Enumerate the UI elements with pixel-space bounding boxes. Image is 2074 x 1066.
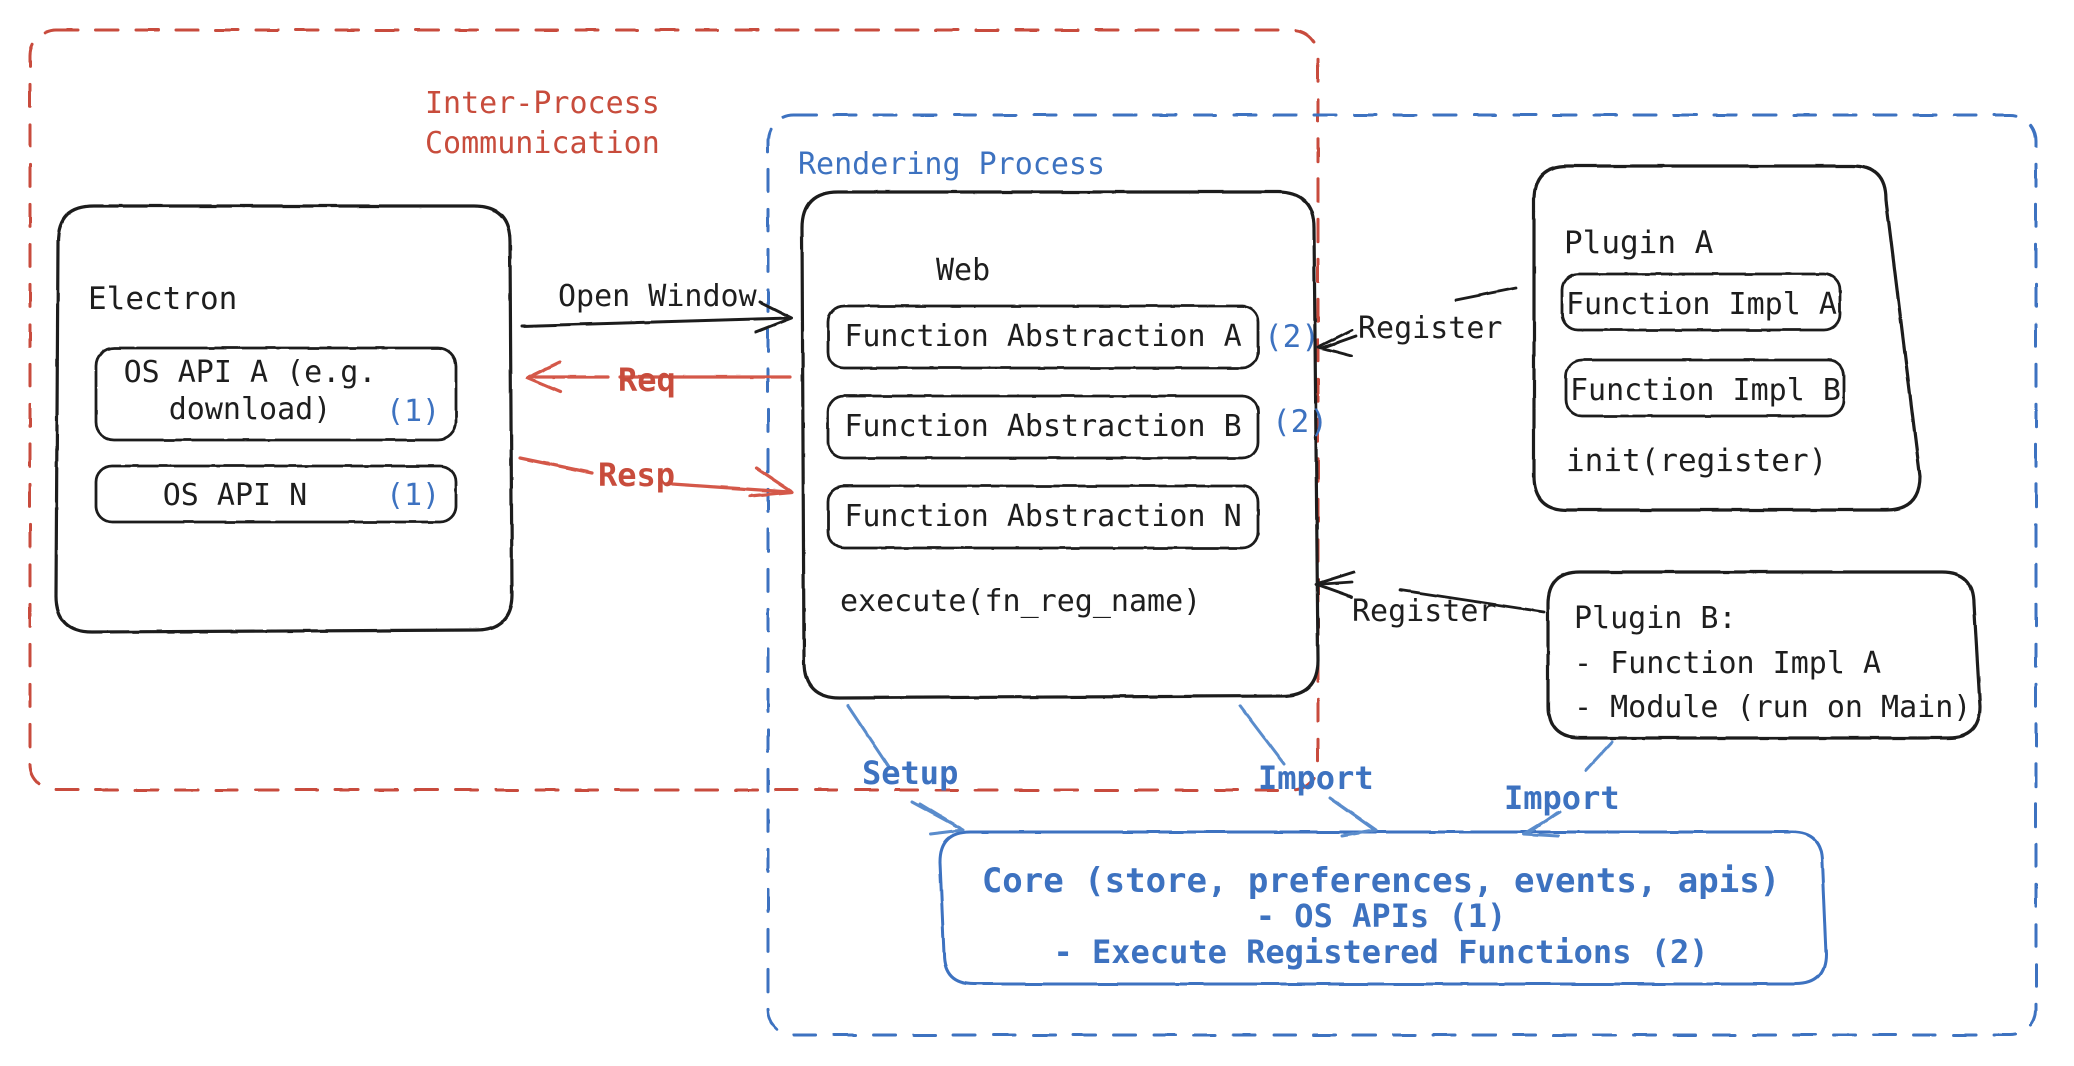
import-web-arrow-label: Import [1258,759,1374,797]
function-impl-a-box [1560,272,1842,332]
plugin-b-line-1: - Function Impl A [1574,646,1882,681]
function-abstraction-b-label: Function Abstraction B [844,409,1242,444]
core-line-0: Core (store, preferences, events, apis) [981,861,1781,901]
open-window-arrow [520,300,794,334]
plugin-b-line-2: - Module (run on Main) [1574,690,1972,725]
core-line-1: - OS APIs (1) [1255,897,1507,935]
register-plugin-a-label: Register [1358,311,1503,346]
web-footer-label: execute(fn_reg_name) [840,584,1202,619]
resp-arrow [518,456,794,498]
req-arrow-label: Req [618,361,676,399]
import-plugin-b-arrow [1522,740,1614,838]
function-impl-b-box [1564,358,1846,418]
plugin-b-line-0: Plugin B: [1574,601,1737,636]
plugin-b-box [1546,570,1982,740]
register-plugin-b-label: Register [1352,594,1497,629]
function-abstraction-a-box [826,304,1260,370]
plugin-a-title: Plugin A [1564,225,1714,261]
os-api-n-box [94,464,458,524]
resp-arrow-label: Resp [598,456,676,494]
core-line-2: - Execute Registered Functions (2) [1053,933,1709,971]
register-plugin-b-arrow [1314,570,1546,614]
setup-arrow-label: Setup [862,754,959,792]
os-api-n-label: OS API N [162,478,308,513]
group-rendering-process [766,113,2038,1037]
group-label-inter-process-communication: Inter-Process Communication [425,86,660,161]
open-window-arrow-label: Open Window [558,279,757,314]
function-abstraction-a-badge: (2) [1264,319,1320,355]
plugin-a-box [1532,164,1922,512]
os-api-n-badge: (1) [386,478,441,513]
core-box [938,830,1828,986]
plugin-a-footer-label: init(register) [1566,443,1828,479]
function-impl-a-label: Function Impl A [1566,287,1837,322]
electron-title: Electron [88,281,238,317]
os-api-a-badge: (1) [386,394,441,429]
function-abstraction-n-box [826,484,1260,550]
group-label-rendering-process: Rendering Process [798,147,1106,182]
import-plugin-b-arrow-label: Import [1504,779,1620,817]
function-impl-b-label: Function Impl B [1570,373,1841,408]
function-abstraction-b-badge: (2) [1272,404,1328,440]
function-abstraction-n-label: Function Abstraction N [844,499,1242,534]
os-api-a-box [94,346,458,442]
register-plugin-a-arrow [1316,286,1518,358]
function-abstraction-a-label: Function Abstraction A [844,319,1242,354]
web-box [800,190,1320,700]
electron-box [54,204,514,634]
web-title: Web [936,253,991,288]
req-arrow [525,360,792,394]
import-web-arrow [1238,704,1378,838]
group-inter-process-communication [28,28,1320,792]
os-api-a-label: OS API A (e.g. download) [123,355,377,428]
setup-arrow [846,704,965,836]
function-abstraction-b-box [826,394,1260,460]
